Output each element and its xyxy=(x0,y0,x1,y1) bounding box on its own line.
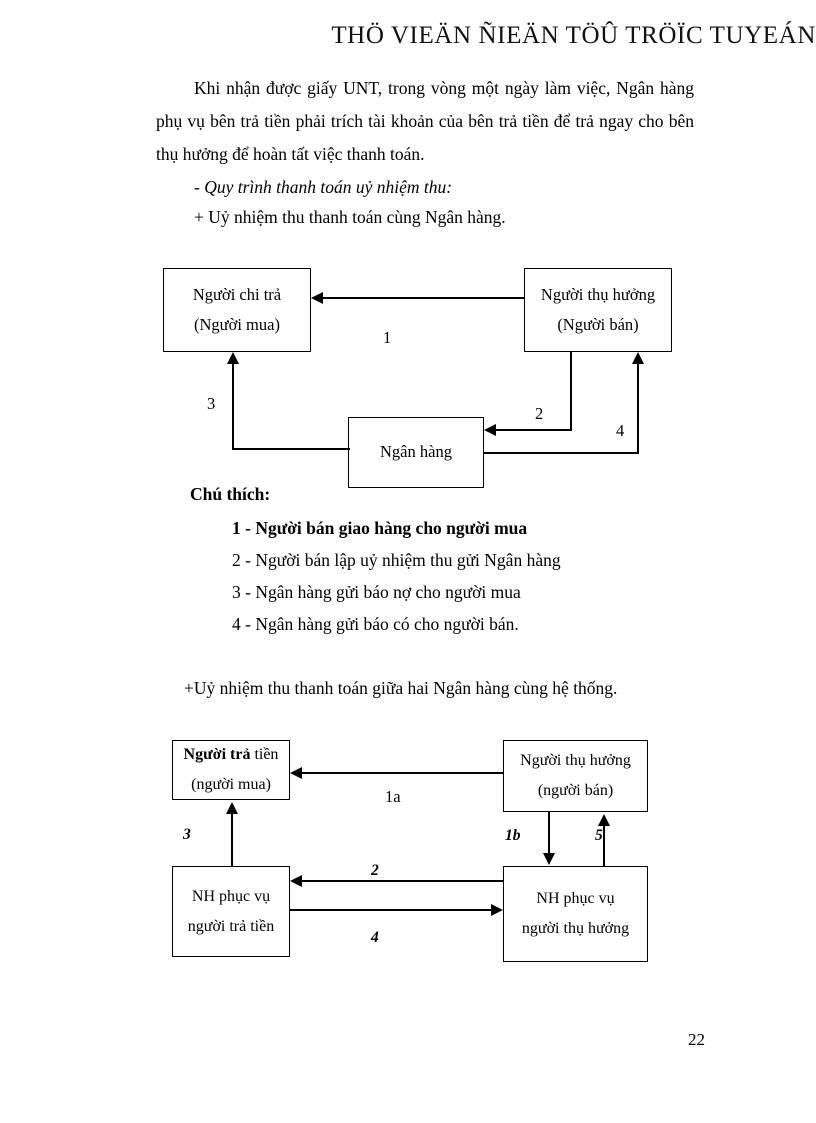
diagram2-box-beneficiary-bank: NH phục vụ người thụ hưởng xyxy=(503,866,648,962)
legend-item-2: 2 - Người bán lập uỷ nhiệm thu gửi Ngân … xyxy=(232,550,561,570)
diagram1-edge-3-vline xyxy=(232,364,234,450)
diagram2-box-beneficiary-bank-line2: người thụ hưởng xyxy=(521,920,630,937)
legend-item-4: 4 - Ngân hàng gửi báo có cho người bán. xyxy=(232,614,519,634)
diagram1-edge-2-label: 2 xyxy=(535,404,544,423)
diagram1-edge-4-hline xyxy=(484,452,639,454)
diagram2-edge-1a-label: 1a xyxy=(385,787,401,806)
diagram2-box-payer-bank-line2: người trả tiền xyxy=(187,917,275,935)
diagram2-edge-1b-arrowhead xyxy=(543,853,555,865)
diagram1-box-beneficiary-line2: (Người bán) xyxy=(557,315,639,334)
diagram2-edge-5-vline xyxy=(603,826,605,866)
page-header: THÖ VIEÄN ÑIEÄN TÖÛ TRÖÏC TUYEÁN xyxy=(0,22,816,62)
diagram2-box-payer-line2: (người mua) xyxy=(191,776,271,793)
diagram2-edge-2-arrowhead xyxy=(290,875,302,887)
legend-item-1: 1 - Người bán giao hàng cho người mua xyxy=(232,518,528,538)
diagram2-box-payer-bank: NH phục vụ người trả tiền xyxy=(172,866,290,957)
diagram2-edge-2-label: 2 xyxy=(371,862,379,879)
bullet-cung-ngan-hang: + Uỷ nhiệm thu thanh toán cùng Ngân hàng… xyxy=(194,207,506,227)
diagram1-box-beneficiary: Người thụ hưởng (Người bán) xyxy=(524,268,672,352)
diagram2-edge-3-vline xyxy=(231,814,233,866)
diagram2-edge-1b-label: 1b xyxy=(505,827,521,844)
legend-item-3: 3 - Ngân hàng gửi báo nợ cho người mua xyxy=(232,582,521,602)
diagram2-box-payer-bank-line1: NH phục vụ xyxy=(191,887,271,905)
diagram1-box-bank-line1: Ngân hàng xyxy=(380,442,452,462)
diagram2-box-payer: Người trả tiền (người mua) xyxy=(172,740,290,800)
diagram1-edge-3-hline xyxy=(232,448,350,450)
diagram1-edge-4-vline xyxy=(637,364,639,454)
diagram1-edge-2-hline xyxy=(496,429,572,431)
diagram1-box-beneficiary-line1: Người thụ hưởng xyxy=(540,284,656,304)
diagram1-edge-2-arrowhead xyxy=(484,424,496,436)
header-watermark-text: THÖ VIEÄN ÑIEÄN TÖÛ TRÖÏC TUYEÁN xyxy=(331,22,816,49)
diagram1-edge-1-line xyxy=(323,297,524,299)
diagram2-box-beneficiary-bank-line1: NH phục vụ xyxy=(536,890,615,907)
diagram2-box-payer-line1-rest: tiền xyxy=(250,746,279,763)
diagram2-edge-5-arrowhead xyxy=(598,814,610,826)
diagram2-edge-1a-arrowhead xyxy=(290,767,302,779)
diagram1-box-payer-line1: Người chi trả xyxy=(192,284,282,304)
diagram2-edge-2-line xyxy=(302,880,503,882)
diagram2-edge-4-label: 4 xyxy=(371,929,379,946)
diagram1-edge-4-label: 4 xyxy=(616,421,625,440)
body-paragraph-1: Khi nhận được giấy UNT, trong vòng một n… xyxy=(156,78,694,164)
diagram2-box-payer-line1: Người trả tiền xyxy=(184,747,279,763)
diagram2-box-beneficiary-line1: Người thụ hưởng xyxy=(520,752,631,769)
diagram2-edge-5-label: 5 xyxy=(595,827,603,844)
diagram2-edge-1b-vline xyxy=(548,812,550,854)
legend-title: Chú thích: xyxy=(190,484,271,504)
page-number: 22 xyxy=(688,1030,705,1049)
diagram2-edge-3-arrowhead xyxy=(226,802,238,814)
diagram2-box-payer-line1-bold: Người trả xyxy=(183,746,251,763)
diagram1-edge-1-arrowhead xyxy=(311,292,323,304)
diagram2-edge-1a-line xyxy=(302,772,503,774)
diagram2-edge-3-label: 3 xyxy=(183,826,191,843)
diagram2-edge-4-line xyxy=(290,909,491,911)
diagram1-box-bank: Ngân hàng xyxy=(348,417,484,488)
subheading-quy-trinh: - Quy trình thanh toán uỷ nhiệm thu: xyxy=(194,177,453,197)
diagram1-edge-1-label: 1 xyxy=(383,328,392,347)
diagram1-edge-2-vline xyxy=(570,352,572,431)
bullet-giua-hai-ngan-hang: +Uỷ nhiệm thu thanh toán giữa hai Ngân h… xyxy=(184,678,618,698)
diagram2-box-beneficiary-line2: (người bán) xyxy=(537,782,614,799)
diagram2-edge-4-arrowhead xyxy=(491,904,503,916)
diagram1-edge-3-arrowhead xyxy=(227,352,239,364)
diagram2-box-beneficiary: Người thụ hưởng (người bán) xyxy=(503,740,648,812)
diagram1-edge-3-label: 3 xyxy=(207,394,216,413)
diagram1-box-payer: Người chi trả (Người mua) xyxy=(163,268,311,352)
diagram1-box-payer-line2: (Người mua) xyxy=(194,315,280,334)
diagram1-edge-4-arrowhead xyxy=(632,352,644,364)
